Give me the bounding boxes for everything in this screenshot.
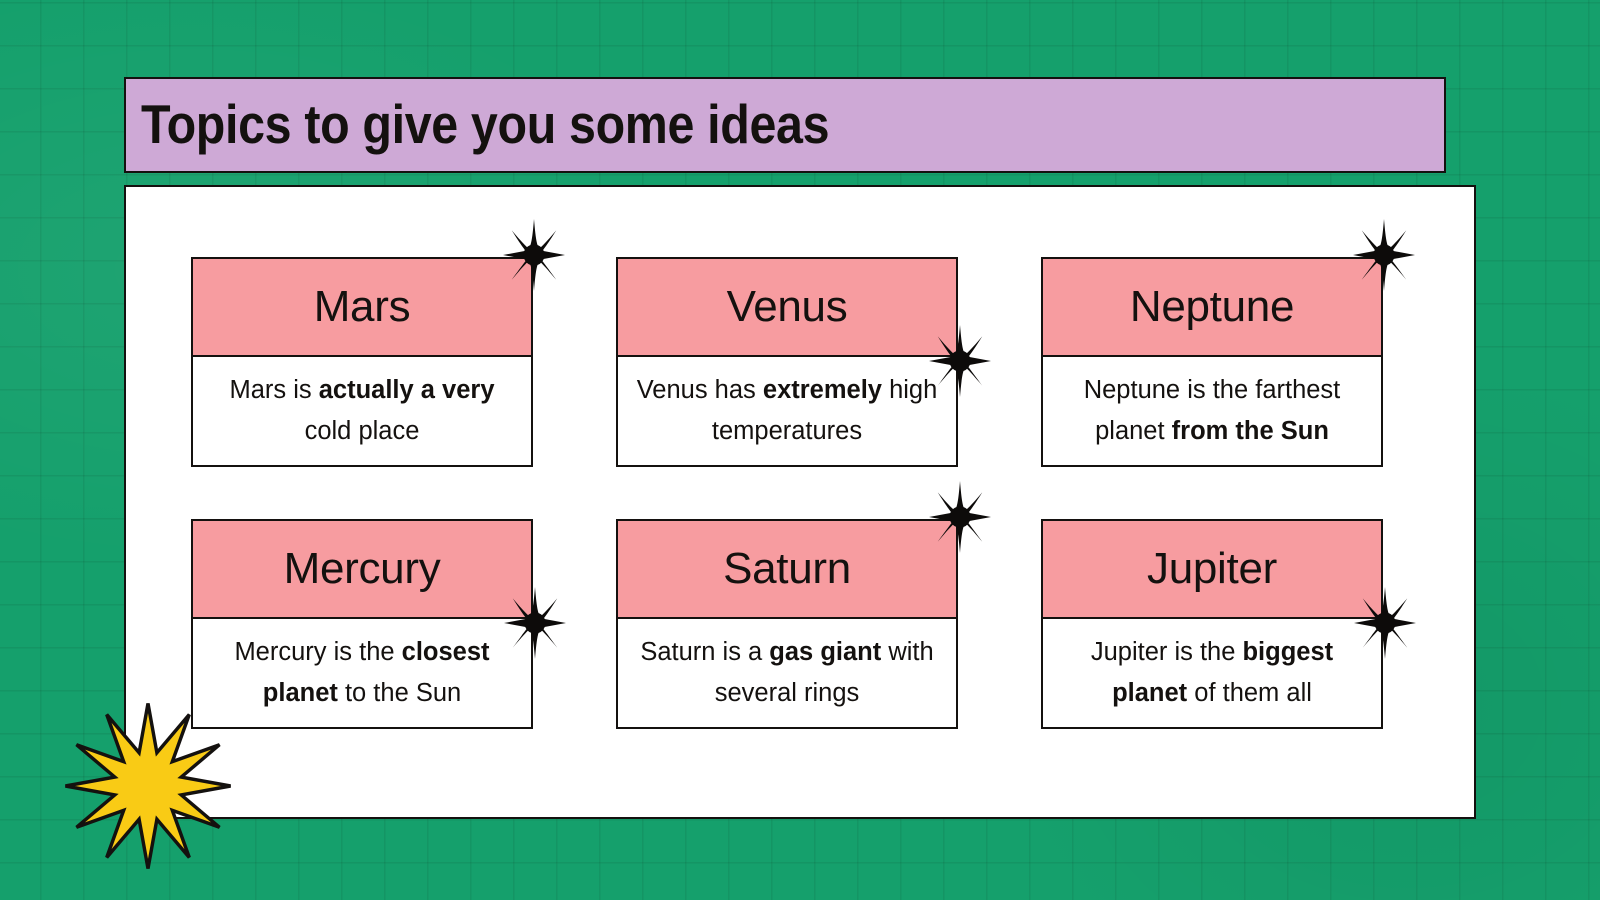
topic-card-body: Venus has extremely high temperatures (616, 357, 958, 467)
topic-card-description: Mercury is the closest planet to the Sun (234, 637, 490, 707)
topic-card-description: Venus has extremely high temperatures (636, 375, 938, 445)
topic-card-title: Mars (313, 282, 411, 331)
topic-card-description: Neptune is the farthest planet from the … (1083, 375, 1341, 445)
topic-card-title: Saturn (723, 544, 851, 593)
slide-title-bar: Topics to give you some ideas (124, 77, 1446, 173)
topic-card-description: Saturn is a gas giant with several rings (640, 637, 934, 707)
topic-card-header: Saturn (616, 519, 958, 619)
topic-card-title: Neptune (1129, 282, 1295, 331)
topic-card-body: Jupiter is the biggest planet of them al… (1041, 619, 1383, 729)
topic-card-body: Mars is actually a very cold place (191, 357, 533, 467)
topic-card-description: Mars is actually a very cold place (229, 375, 495, 445)
topic-card-header: Mercury (191, 519, 533, 619)
topic-card-header: Mars (191, 257, 533, 357)
topic-card-title: Venus (726, 282, 848, 331)
topic-card-title: Jupiter (1147, 544, 1277, 593)
topic-card-body: Neptune is the farthest planet from the … (1041, 357, 1383, 467)
topic-card-body: Mercury is the closest planet to the Sun (191, 619, 533, 729)
topic-card-header: Jupiter (1041, 519, 1383, 619)
topic-card-description: Jupiter is the biggest planet of them al… (1090, 637, 1334, 707)
topic-card-body: Saturn is a gas giant with several rings (616, 619, 958, 729)
starburst-icon (62, 700, 234, 872)
page-title: Topics to give you some ideas (140, 92, 830, 155)
topic-card-header: Venus (616, 257, 958, 357)
topic-card-title: Mercury (283, 544, 441, 593)
topic-card-header: Neptune (1041, 257, 1383, 357)
